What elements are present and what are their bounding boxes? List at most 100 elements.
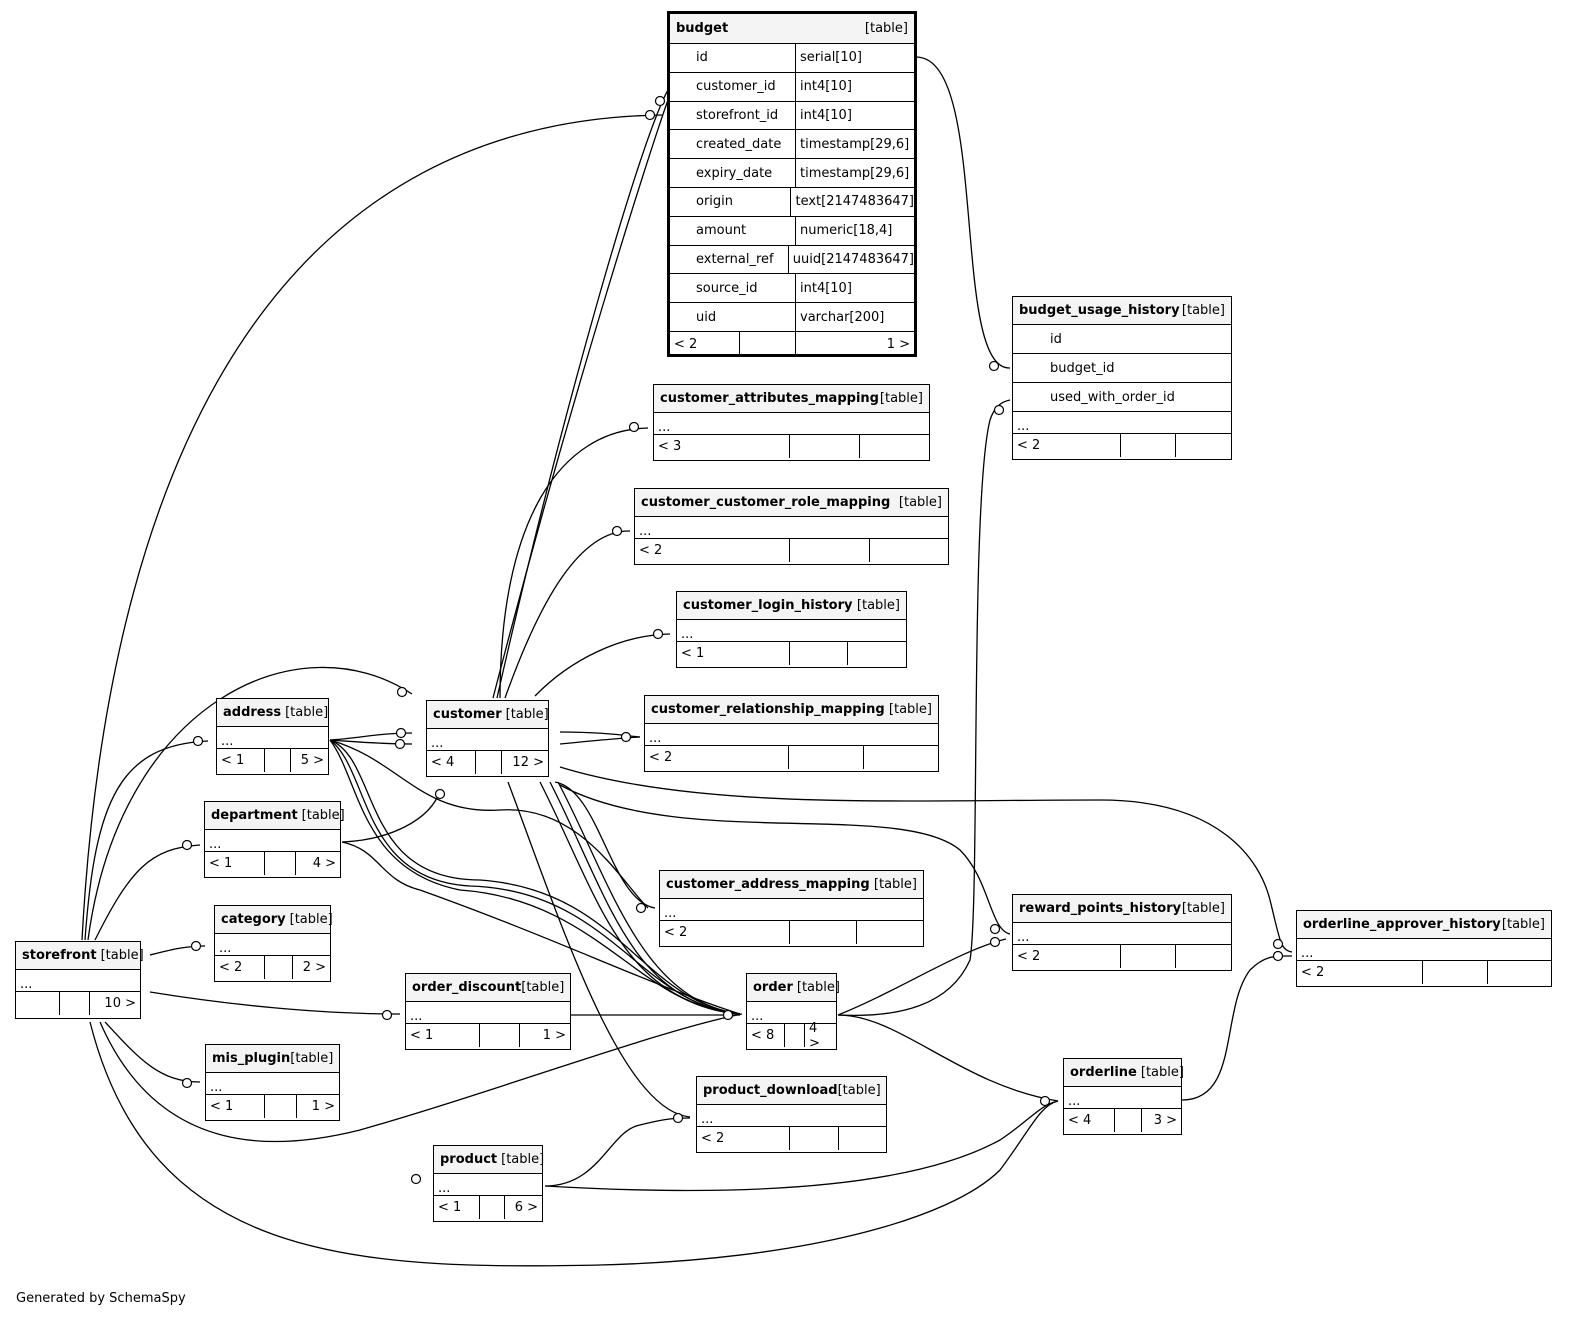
footer-children[interactable]: 1 > [886, 336, 910, 352]
footer-parents[interactable]: < 1 [205, 852, 265, 875]
table-type: [table] [301, 808, 345, 823]
footer-parents[interactable] [16, 992, 60, 1015]
footer-children[interactable]: 4 > [809, 1020, 820, 1051]
table-customer-relationship-mapping[interactable]: customer_relationship_mapping[table]...<… [644, 695, 939, 772]
footer-children[interactable]: 12 > [512, 755, 544, 770]
table-customer-address-mapping[interactable]: customer_address_mapping[table]...< 2 [659, 870, 924, 947]
footer-children[interactable]: 4 > [312, 856, 336, 871]
edge-customer-role [504, 530, 631, 699]
footer-children[interactable]: 1 > [542, 1028, 566, 1043]
footer-children[interactable] [870, 539, 948, 562]
footer-parents[interactable]: < 2 [1297, 961, 1423, 984]
footer-parents[interactable]: < 2 [1013, 945, 1121, 968]
column-row[interactable]: budget_id [1013, 354, 1231, 383]
table-footer: < 1 6 > [434, 1196, 542, 1219]
column-name: created_date [670, 130, 796, 159]
table-customer-attributes-mapping[interactable]: customer_attributes_mapping[table]...< 3 [653, 384, 930, 461]
footer-parents[interactable]: < 1 [206, 1095, 265, 1118]
footer-parents[interactable]: < 2 [1013, 434, 1121, 457]
footer-parents[interactable]: < 8 [747, 1024, 785, 1047]
table-product-download[interactable]: product_download[table]...< 2 [696, 1076, 887, 1153]
footer-children[interactable] [839, 1127, 886, 1150]
edge-storefront-address [84, 740, 209, 941]
footer-parents[interactable]: < 2 [635, 539, 790, 562]
column-row[interactable]: used_with_order_id [1013, 383, 1231, 412]
edge-customer-product-dl [507, 781, 691, 1118]
footer-parents[interactable]: < 4 [1064, 1109, 1115, 1132]
table-footer: < 1 1 > [206, 1095, 339, 1118]
column-row[interactable]: id [1013, 325, 1231, 354]
footer-parents[interactable]: < 1 [677, 642, 790, 665]
footer-children[interactable] [848, 642, 906, 665]
table-footer: < 4 12 > [427, 751, 548, 774]
column-type: text[2147483647] [795, 194, 914, 210]
table-reward-points-history[interactable]: reward_points_history[table]...< 2 [1012, 894, 1232, 971]
table-customer-login-history[interactable]: customer_login_history[table]...< 1 [676, 591, 907, 668]
footer-children[interactable]: 1 > [311, 1099, 335, 1114]
edge-customer-reward [559, 784, 1011, 935]
footer-spacer [265, 749, 291, 772]
table-header: order_discount[table] [406, 974, 570, 1002]
footer-parents[interactable]: < 1 [217, 749, 265, 772]
more-columns: ... [215, 934, 330, 956]
column-name: id [1050, 331, 1062, 347]
table-type: [table] [1181, 901, 1225, 916]
table-type: [table] [289, 912, 333, 927]
table-orderline-approver-history[interactable]: orderline_approver_history[table]...< 2 [1296, 910, 1552, 987]
table-customer-customer-role-mapping[interactable]: customer_customer_role_mapping[table]...… [634, 488, 949, 565]
footer-children[interactable]: 2 > [302, 960, 326, 975]
edge-customer-budget [496, 89, 669, 699]
footer-parents[interactable]: < 2 [670, 331, 740, 357]
table-name: customer_customer_role_mapping [641, 495, 891, 510]
footer-parents[interactable]: < 2 [215, 956, 265, 979]
footer-spacer [790, 921, 857, 944]
footer-children[interactable] [857, 921, 923, 944]
table-name: budget [676, 21, 729, 36]
edge-order-usage [837, 399, 1011, 1017]
footer-parents[interactable]: < 1 [434, 1196, 480, 1219]
footer-parents[interactable]: < 1 [406, 1024, 480, 1047]
table-header: customer_customer_role_mapping[table] [635, 489, 948, 517]
footer-parents[interactable]: < 2 [645, 746, 789, 769]
footer-parents[interactable]: < 2 [697, 1127, 790, 1150]
footer-children[interactable] [1176, 945, 1231, 968]
footer-children[interactable]: 10 > [104, 996, 136, 1011]
edge-address-order-3 [329, 739, 741, 1015]
footer-children[interactable]: 6 > [514, 1200, 538, 1215]
footer-children[interactable] [1488, 961, 1551, 984]
edge-address-addrmap [329, 739, 649, 909]
more-columns: ... [205, 830, 340, 852]
footer-parents[interactable]: < 3 [654, 435, 790, 458]
footer-children[interactable] [864, 746, 938, 769]
table-footer: < 2 [697, 1127, 886, 1150]
footer-parents[interactable]: < 4 [427, 751, 476, 774]
generated-by-footer[interactable]: Generated by SchemaSpy [16, 1291, 186, 1306]
edge-order-orderline [837, 1014, 1059, 1102]
footer-children[interactable]: 3 > [1153, 1113, 1177, 1128]
footer-children[interactable]: 5 > [300, 753, 324, 768]
table-storefront[interactable]: storefront[table]...10 > [15, 941, 144, 1019]
footer-children[interactable] [860, 435, 929, 458]
footer-parents[interactable]: < 2 [660, 921, 790, 944]
